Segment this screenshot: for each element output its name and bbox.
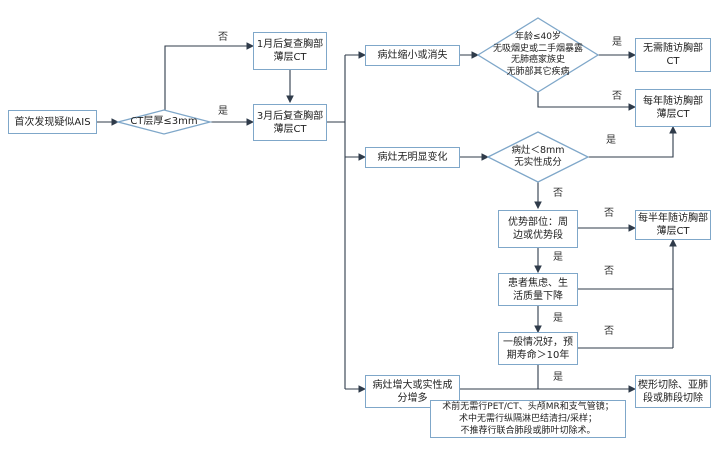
annual-followup-node: 每年随访胸部 薄层CT [635,89,711,127]
edge-label-yes-ct: 是 [218,106,228,117]
start-node: 首次发现疑似AIS [8,110,97,134]
ct-thickness-diamond [115,109,213,135]
edge-label-no-location: 否 [604,208,614,219]
semiannual-followup-node: 每半年随访胸部 薄层CT [635,210,711,240]
anxiety-node: 患者焦虑、生 活质量下降 [498,273,578,306]
shrink-node: 病灶缩小或消失 [365,45,460,66]
location-node: 优势部位：周 边或优势段 [498,210,578,248]
edge-size-to-annual [588,125,677,158]
risk-check-label: 年龄≤40岁 无吸烟史或二手烟暴露 无肺癌家族史 无肺部其它疾病 [492,32,583,77]
no-followup-node: 无需随访胸部 CT [635,38,711,72]
edge-label-no-anxiety: 否 [604,266,614,277]
surgery-note-node: 术前无需行PET/CT、头颅MR和支气管镜； 术中无需行纵隔淋巴结清扫/采样； … [430,400,626,438]
risk-check-diamond [476,17,600,93]
condition-node: 一般情况好，预 期寿命＞10年 [498,332,578,365]
ct-thickness-label: CT层厚≤3mm [130,116,198,127]
recheck-3-month-node: 3月后复查胸部 薄层CT [253,104,327,141]
edge-label-yes-size: 是 [606,135,616,146]
no-change-node: 病灶无明显变化 [365,147,460,168]
edge-risk-to-annual [537,92,637,111]
edge-ct-to-1m [164,42,255,110]
size-check-diamond [486,131,590,183]
edge-label-no-risk: 否 [612,91,622,102]
edge-label-yes-condition: 是 [553,372,563,383]
edge-label-no-ct: 否 [218,32,228,43]
edge-label-no-size: 否 [553,188,563,199]
edge-anxiety-to-semiannual [578,238,677,290]
edge-label-no-condition: 否 [604,326,614,337]
edge-label-yes-risk: 是 [612,37,622,48]
size-check-label: 病灶＜8mm 无实性成分 [511,145,565,168]
surgery-node: 楔形切除、亚肺 段或肺段切除 [635,375,711,408]
recheck-1-month-node: 1月后复查胸部 薄层CT [253,32,327,70]
edge-label-yes-location: 是 [553,252,563,263]
edge-label-yes-anxiety: 是 [553,313,563,324]
